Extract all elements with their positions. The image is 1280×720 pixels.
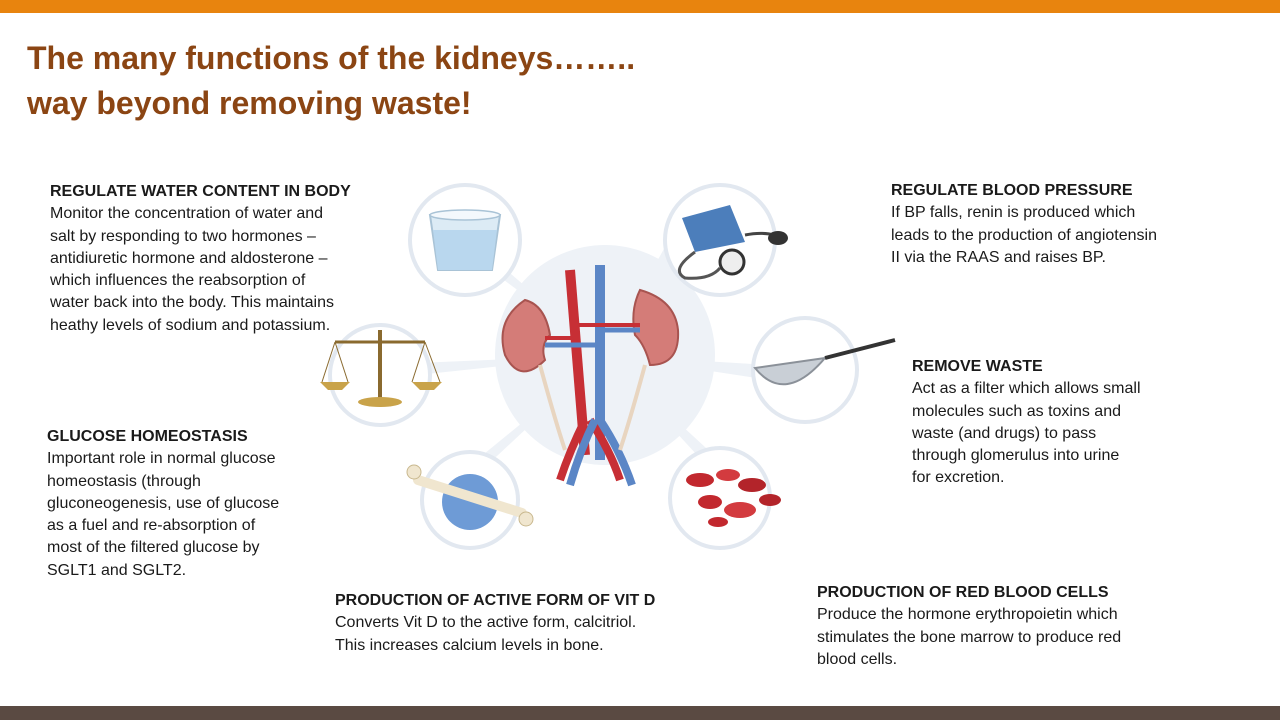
water-regulation-heading: REGULATE WATER CONTENT IN BODY — [50, 183, 351, 200]
water-regulation-block: REGULATE WATER CONTENT IN BODY Monitor t… — [50, 181, 380, 337]
red-blood-cells-heading: PRODUCTION OF RED BLOOD CELLS — [817, 584, 1109, 601]
water-regulation-text: Monitor the concentration of water and s… — [50, 205, 334, 334]
glucose-homeostasis-block: GLUCOSE HOMEOSTASIS Important role in no… — [47, 426, 317, 582]
vitamin-d-text: Converts Vit D to the active form, calci… — [335, 614, 637, 654]
top-accent-bar — [0, 0, 1280, 13]
red-blood-cells-block: PRODUCTION OF RED BLOOD CELLS Produce th… — [817, 582, 1187, 671]
page-title: The many functions of the kidneys…….. wa… — [27, 36, 635, 126]
red-blood-cells-icon — [668, 446, 781, 550]
blood-pressure-text: If BP falls, renin is produced which lea… — [891, 204, 1157, 266]
glucose-homeostasis-heading: GLUCOSE HOMEOSTASIS — [47, 428, 248, 445]
vitamin-d-heading: PRODUCTION OF ACTIVE FORM OF VIT D — [335, 592, 656, 609]
glucose-homeostasis-text: Important role in normal glucose homeost… — [47, 450, 280, 579]
bottom-bar — [0, 706, 1280, 720]
remove-waste-heading: REMOVE WASTE — [912, 358, 1043, 375]
kidneys-icon — [501, 265, 680, 487]
remove-waste-text: Act as a filter which allows small molec… — [912, 380, 1141, 487]
remove-waste-block: REMOVE WASTE Act as a filter which allow… — [912, 356, 1202, 490]
water-glass-icon — [408, 183, 522, 297]
title-line-1: The many functions of the kidneys…….. — [27, 40, 636, 76]
balance-scale-icon — [320, 323, 442, 427]
red-blood-cells-text: Produce the hormone erythropoietin which… — [817, 606, 1122, 668]
blood-pressure-heading: REGULATE BLOOD PRESSURE — [891, 182, 1133, 199]
blood-pressure-block: REGULATE BLOOD PRESSURE If BP falls, ren… — [891, 180, 1211, 269]
title-line-2: way beyond removing waste! — [27, 85, 472, 121]
kidney-illustration — [300, 180, 900, 550]
sieve-icon — [751, 316, 896, 424]
vitamin-d-block: PRODUCTION OF ACTIVE FORM OF VIT D Conve… — [335, 590, 695, 657]
bone-icon — [406, 450, 534, 550]
blood-pressure-cuff-icon — [663, 183, 788, 297]
